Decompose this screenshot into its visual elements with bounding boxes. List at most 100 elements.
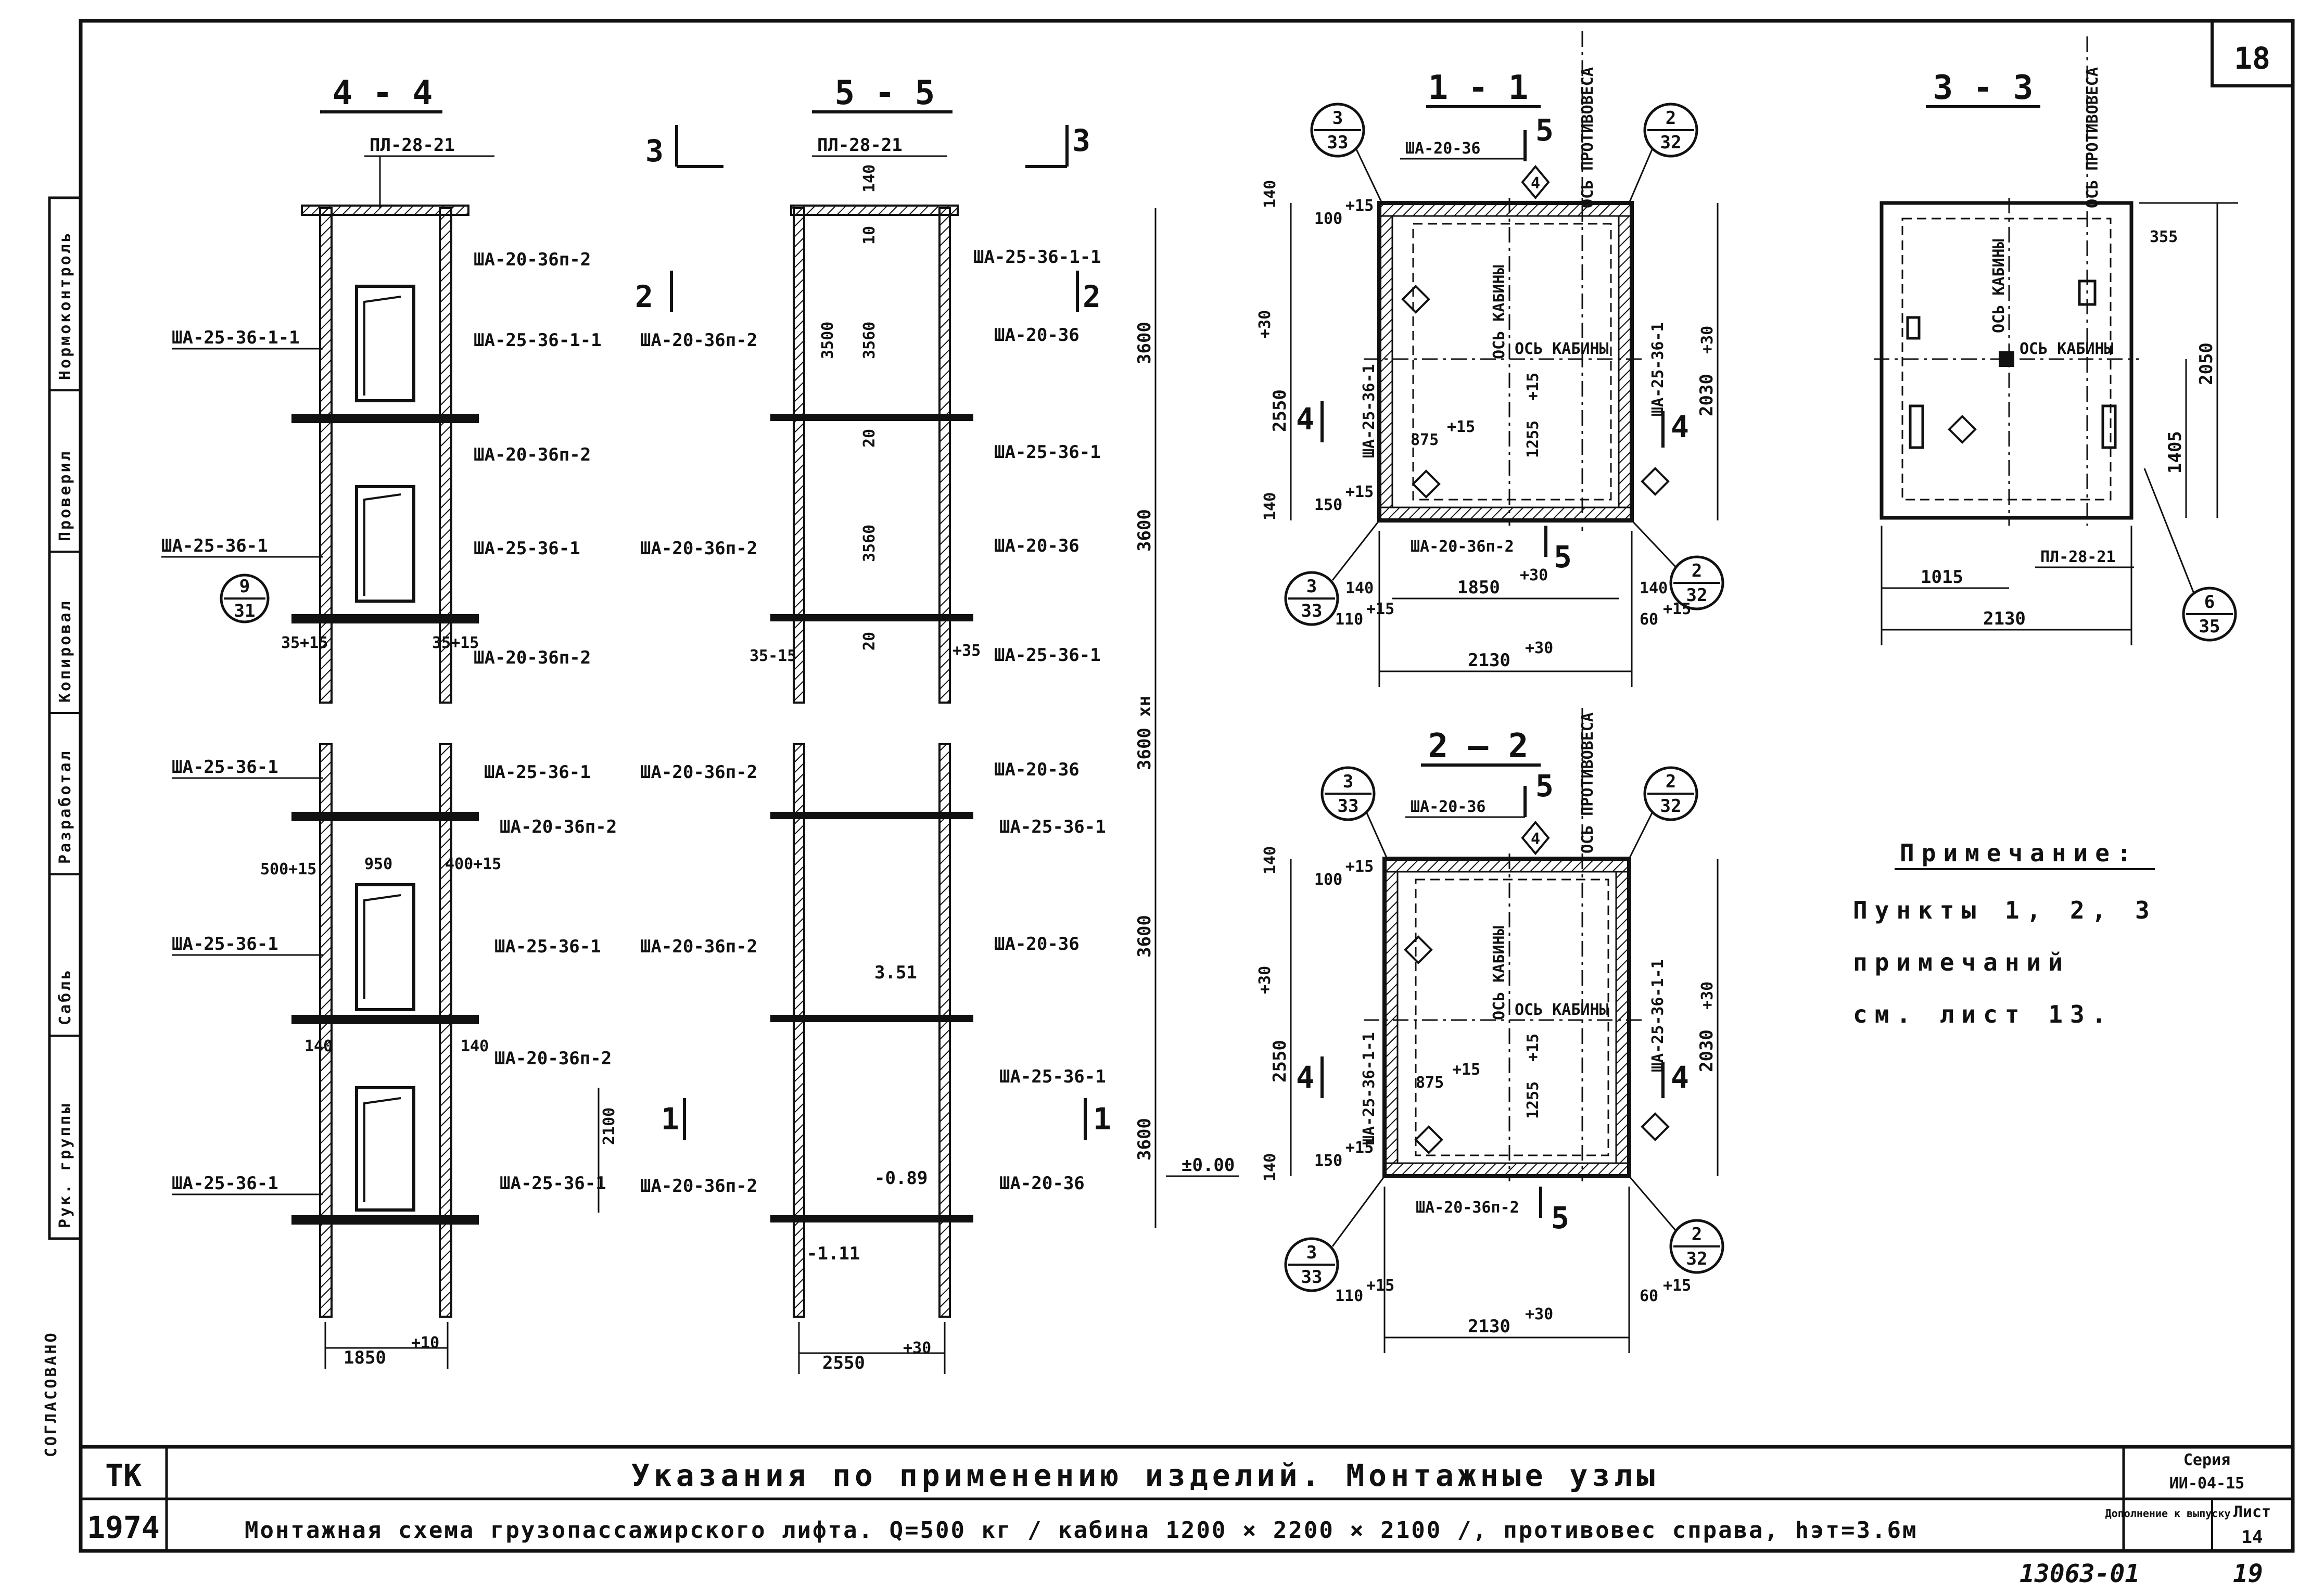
axis-cabin-h: ОСЬ КАБИНЫ bbox=[1515, 1001, 1609, 1019]
right-label: ША-25-36-1 bbox=[474, 538, 580, 559]
label: 3 bbox=[1343, 771, 1353, 792]
cut-mark: 2 bbox=[635, 279, 653, 314]
dimension: 1850 bbox=[1457, 577, 1500, 598]
axis-counterweight: ОСЬ ПРОТИВОВЕСА bbox=[2084, 67, 2102, 208]
supplement: Дополнение к выпуску bbox=[2105, 1507, 2231, 1520]
dimension: +30 bbox=[1698, 326, 1717, 354]
dimension: 140 bbox=[1261, 846, 1279, 874]
left-label: ША-25-36-1-1 bbox=[172, 327, 300, 348]
right-label: ША-20-36 bbox=[999, 1173, 1085, 1194]
width-tol: +10 bbox=[411, 1334, 439, 1352]
right-label: ША-20-36п-2 bbox=[474, 647, 591, 668]
level-mark: -1.11 bbox=[807, 1243, 860, 1264]
dimension: +15 bbox=[1447, 418, 1475, 436]
dimension: 110 bbox=[1335, 1287, 1363, 1305]
label: 2 bbox=[1666, 108, 1676, 129]
series-label: Серия bbox=[2183, 1451, 2230, 1469]
right-label: ША-20-36п-2 bbox=[474, 249, 591, 270]
right-label: ША-25-36-1 bbox=[994, 442, 1101, 463]
label: 32 bbox=[1686, 585, 1708, 606]
dimension: +15 bbox=[1524, 1034, 1542, 1062]
note-block: Примечание: Пункты 1, 2, 3 примечаний см… bbox=[1853, 839, 2155, 1028]
dimension: 500+15 bbox=[260, 860, 316, 878]
diamond-mark: 4 bbox=[1531, 174, 1540, 193]
dimension: 150 bbox=[1314, 1152, 1342, 1170]
sheet-num: 14 bbox=[2242, 1527, 2263, 1548]
node-callout: 232 bbox=[1628, 103, 1698, 203]
axis-cabin-h: ОСЬ КАБИНЫ bbox=[1515, 340, 1609, 358]
dimension: 2130 bbox=[1983, 608, 2026, 629]
cut-mark: 1 bbox=[661, 1101, 679, 1137]
cut-mark: 5 bbox=[1535, 112, 1554, 148]
top-panel: ША-20-36 bbox=[1405, 139, 1481, 158]
right-label: ША-20-36 bbox=[994, 759, 1080, 780]
series: ИИ-04-15 bbox=[2169, 1474, 2245, 1493]
small-dim: +35 bbox=[953, 642, 981, 660]
year: 1974 bbox=[87, 1510, 160, 1545]
dimension: 1405 bbox=[2165, 431, 2186, 474]
section-3-3: 3 - 3 ОСЬ ПРОТИВОВЕСА ОСЬ КАБИНЫ ОСЬ КАБ… bbox=[1874, 36, 2238, 645]
dimension: +15 bbox=[1524, 373, 1542, 401]
label: 6 bbox=[2204, 592, 2215, 613]
dimension: 950 bbox=[364, 855, 392, 873]
label: 32 bbox=[1686, 1249, 1708, 1269]
sheet-number: 18 bbox=[2234, 41, 2270, 76]
right-label: ША-25-36-1 bbox=[994, 645, 1101, 666]
section-5-5: 5 - 5 ПЛ-28-21 3 3 2 2 1 1 ША-20-36п-2 Ш… bbox=[635, 74, 1239, 1374]
section-title: 2 — 2 bbox=[1428, 727, 1529, 766]
note-line-3: см. лист 13. bbox=[1853, 1000, 2113, 1028]
left-label: ША-20-36п-2 bbox=[640, 1176, 757, 1196]
dimension: +15 bbox=[1345, 858, 1374, 876]
footer-page: 19 bbox=[2233, 1559, 2263, 1588]
height-dim: 3560 bbox=[860, 322, 879, 359]
right-label: ША-20-36п-2 bbox=[494, 1048, 612, 1069]
label: 33 bbox=[1301, 601, 1323, 621]
label: 35 bbox=[2199, 616, 2220, 637]
height-dim: 3600 bbox=[1134, 915, 1155, 958]
right-panel: ША-25-36-1-1 bbox=[1649, 959, 1667, 1072]
right-label: ША-25-36-1 bbox=[484, 762, 591, 783]
cut-mark: 3 bbox=[645, 133, 664, 169]
height-dim: 3560 bbox=[860, 525, 879, 562]
small-dim: 20 bbox=[860, 429, 879, 448]
dimension: 2550 bbox=[1269, 389, 1290, 432]
right-label: ША-20-36 bbox=[994, 934, 1080, 954]
section-title: 4 - 4 bbox=[333, 74, 433, 112]
top-panel-label: ПЛ-28-21 bbox=[817, 135, 903, 156]
tk-code: ТК bbox=[105, 1458, 142, 1493]
cut-mark: 4 bbox=[1296, 401, 1314, 437]
dimension: 35+15 bbox=[432, 634, 479, 652]
dimension: +15 bbox=[1345, 1139, 1374, 1157]
right-label: ША-25-36-1-1 bbox=[474, 330, 602, 351]
left-label: ША-25-36-1 bbox=[172, 934, 278, 954]
stamp-5: Проверил bbox=[56, 450, 74, 542]
dimension: +15 bbox=[1345, 483, 1374, 501]
dimension: 100 bbox=[1314, 210, 1342, 228]
dimension: 140 bbox=[1261, 180, 1279, 208]
height-dim: 3600 bbox=[1134, 1118, 1155, 1161]
dimension: 140 bbox=[1261, 492, 1279, 520]
node-callout: 333 bbox=[1310, 103, 1383, 203]
width-dim: 1850 bbox=[344, 1347, 386, 1368]
axis-cabin-h: ОСЬ КАБИНЫ bbox=[2020, 340, 2114, 358]
label: 2 bbox=[1692, 561, 1702, 581]
bottom-panel: ША-20-36п-2 bbox=[1416, 1199, 1519, 1217]
dimension: +15 bbox=[1345, 197, 1374, 215]
dimension: +15 bbox=[1366, 600, 1394, 618]
top-panel: ША-20-36 bbox=[1411, 798, 1486, 816]
dimension: 140 bbox=[304, 1037, 333, 1055]
dimension: +15 bbox=[1366, 1277, 1394, 1295]
label: 3 bbox=[1306, 1242, 1317, 1263]
dimension: 110 bbox=[1335, 610, 1363, 629]
cut-mark: 5 bbox=[1554, 539, 1572, 575]
stamp-2: Сабль bbox=[56, 968, 74, 1025]
cut-mark: 4 bbox=[1671, 409, 1689, 444]
cut-mark: 4 bbox=[1671, 1060, 1689, 1095]
right-panel: ША-25-36-1 bbox=[1649, 322, 1667, 416]
top-panel-label: ПЛ-28-21 bbox=[370, 135, 455, 156]
right-label: ША-20-36 bbox=[994, 536, 1080, 556]
node-sheet: 31 bbox=[234, 601, 256, 621]
section-4-4: 4 - 4 ПЛ-28-21 ША-25-36-1-1 ША-25-36-1 Ш… bbox=[161, 74, 618, 1369]
dimension: 150 bbox=[1314, 496, 1342, 514]
label: 3 bbox=[1306, 576, 1317, 597]
